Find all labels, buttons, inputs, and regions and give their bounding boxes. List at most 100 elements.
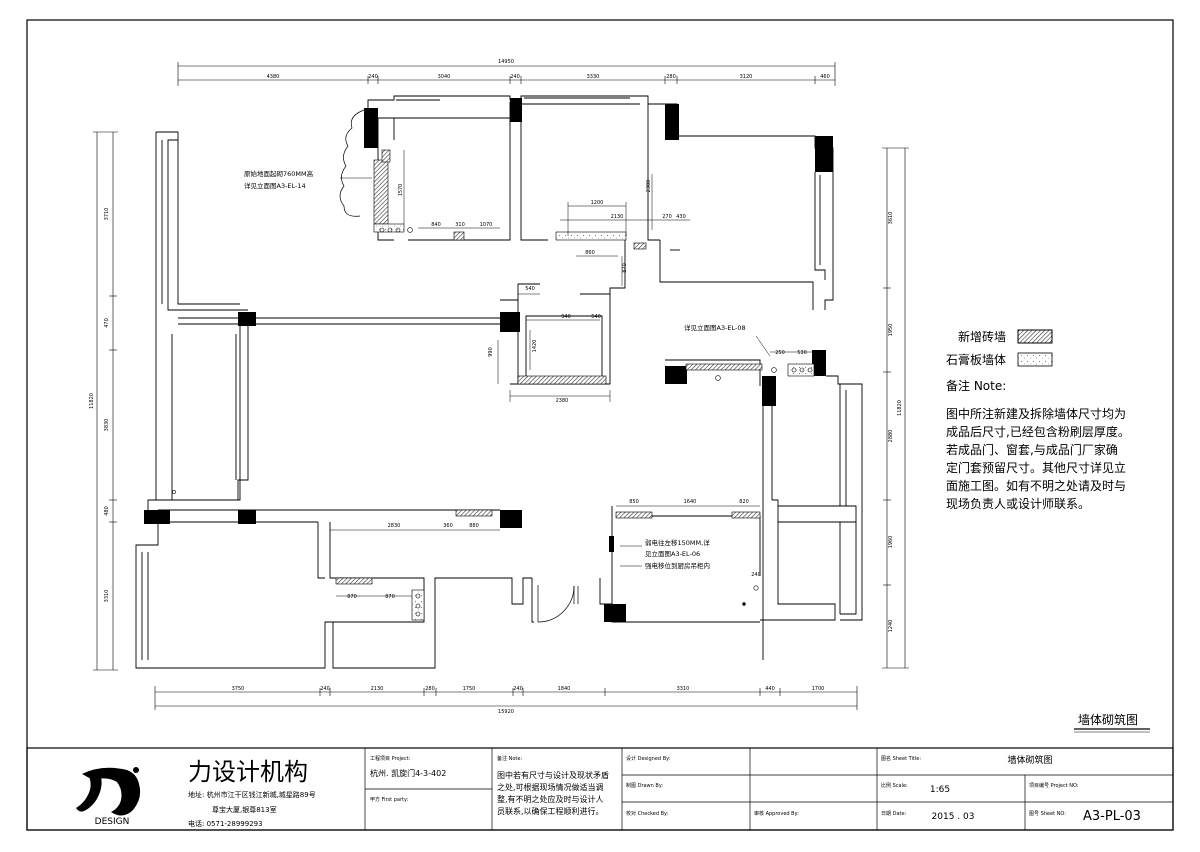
dim-top-5: 3330 (587, 74, 600, 80)
project-label: 工程项目 Project: (370, 755, 411, 762)
plan-annotations: 原始地面起砌760MM高 详见立面图A3-EL-14 详见立面图A3-EL-08… (244, 169, 771, 570)
sheet-title-label: 图名 Sheet Title: (881, 755, 921, 762)
sheet-no-label: 图号 Sheet NO: (1029, 811, 1066, 817)
dim-2300: 2300 (646, 180, 652, 193)
dim-bottom-6: 240 (513, 686, 523, 692)
note-raised-line2: 详见立面图A3-EL-14 (244, 181, 306, 190)
dim-right-1: 3610 (888, 212, 894, 225)
legend-note-line-1: 图中所注新建及拆除墙体尺寸均为 (946, 406, 1126, 421)
date-value: 2015 . 03 (932, 812, 975, 822)
internal-dimension-texts: 1200 2130 270 430 860 840 310 1070 2300 … (347, 180, 807, 600)
dim-2130: 2130 (611, 214, 624, 220)
dim-540b: 540 (591, 314, 601, 320)
company-phone: 电话: 0571-28999293 (188, 819, 263, 828)
dim-bottom-3: 2130 (371, 686, 384, 692)
structural-columns (144, 98, 833, 622)
legend-note-line-2: 成品后尺寸,已经包含粉刷层厚度。 (946, 424, 1130, 439)
dim-1070: 1070 (480, 222, 493, 228)
dim-1570: 1570 (398, 184, 404, 197)
dimension-texts: 14950 4380 240 3040 240 3330 280 3120 46… (89, 59, 903, 715)
legend-new-brick-swatch (1017, 329, 1053, 344)
dim-540: 540 (525, 286, 535, 292)
internal-dimension-lines (330, 150, 812, 597)
logo-caption: DESIGN (95, 817, 130, 827)
remark-line-4: 员联系,以确保工程顺利进行。 (497, 806, 604, 816)
dimension-lines (93, 62, 909, 710)
designed-label: 设计 Designed By: (626, 755, 671, 762)
dim-240: 240 (751, 572, 761, 578)
raised-wall-cloud (339, 109, 365, 217)
dim-430: 430 (676, 214, 686, 220)
door-swing (537, 585, 579, 623)
dim-310: 310 (455, 222, 465, 228)
dim-940: 940 (561, 314, 571, 320)
dim-360: 360 (443, 523, 453, 529)
dim-bottom-10: 1700 (812, 686, 825, 692)
note-weak-line1: 弱电往左移150MM,详 (645, 538, 710, 547)
project-no-label: 项目编号 Project NO: (1029, 782, 1079, 789)
first-party-label: 甲方 First party: (370, 796, 409, 803)
dim-left-3: 3830 (104, 419, 110, 432)
dim-top-1: 4380 (267, 74, 280, 80)
approved-label: 审核 Approved By: (754, 810, 799, 817)
legend: 新增砖墙 石膏板墙体 备注 Note: 图中所注新建及拆除墙体尺寸均为 成品后尺… (946, 329, 1130, 511)
dim-bottom-5: 1750 (463, 686, 476, 692)
company-address-2: 尊宝大厦,银尊813室 (212, 805, 277, 814)
dim-bottom-total: 15920 (498, 709, 514, 715)
dim-bottom-7: 1840 (558, 686, 571, 692)
dim-right-4: 1960 (888, 536, 894, 549)
dim-top-4: 240 (510, 74, 520, 80)
note-elev08: 详见立面图A3-EL-08 (684, 323, 746, 332)
date-label: 日期 Date: (881, 811, 907, 817)
dim-right-5: 1240 (888, 620, 894, 633)
dim-2830: 2830 (388, 523, 401, 529)
scale-label: 比例 Scale: (881, 782, 908, 789)
fixtures (172, 227, 813, 617)
legend-new-brick-label: 新增砖墙 (958, 329, 1006, 344)
dim-right-total: 11820 (897, 400, 903, 416)
company-name: 力设计机构 (188, 758, 308, 786)
dim-850: 850 (629, 499, 639, 505)
company-logo (76, 767, 141, 816)
dim-bottom-9: 440 (765, 686, 775, 692)
project-value: 杭州. 凯旋门4-3-402 (370, 768, 446, 778)
dim-2380: 2380 (556, 398, 569, 404)
dim-870-bottom: 870 (385, 594, 395, 600)
dim-left-1: 3710 (104, 208, 110, 221)
scale-value: 1:65 (930, 785, 950, 795)
dim-1200: 1200 (591, 200, 604, 206)
dim-880: 880 (469, 523, 479, 529)
legend-note-line-4: 定门套预留尺寸。其他尺寸详见立 (946, 460, 1126, 475)
dim-530: 530 (797, 350, 807, 356)
sheet-title-value: 墙体砌筑图 (1007, 754, 1052, 766)
dim-top-total: 14950 (498, 59, 514, 65)
drawn-label: 制图 Drawn By: (626, 782, 663, 789)
dim-860: 860 (585, 250, 595, 256)
remark-line-3: 整,有不明之处应及时与设计人 (497, 794, 604, 804)
checked-label: 校对 Checked By: (626, 810, 669, 817)
company-address-1: 地址: 杭州市江干区钱江新城,城星路89号 (188, 790, 316, 799)
new-brick-walls (335, 149, 763, 585)
note-raised-line1: 原始地面起砌760MM高 (244, 169, 314, 178)
legend-note-line-6: 现场负责人或设计师联系。 (946, 497, 1090, 511)
dim-250: 250 (775, 350, 785, 356)
gypsum-walls (373, 223, 815, 621)
dim-990: 990 (488, 347, 494, 357)
dim-left-2: 470 (104, 318, 110, 328)
legend-note-title: 备注 Note: (946, 378, 1006, 393)
dim-bottom-8: 3310 (677, 686, 690, 692)
dim-1420: 1420 (532, 340, 538, 353)
dim-left-4: 480 (104, 506, 110, 516)
legend-gypsum-swatch (1017, 352, 1053, 367)
note-strong: 强电移位到厨房吊柜内 (645, 561, 710, 570)
dim-left-total: 11820 (89, 393, 95, 409)
dim-right-3: 2880 (888, 430, 894, 443)
dim-top-6: 280 (666, 74, 676, 80)
dim-820: 820 (739, 499, 749, 505)
dim-840: 840 (431, 222, 441, 228)
dim-1640: 1640 (684, 499, 697, 505)
dim-top-2: 240 (368, 74, 378, 80)
dim-top-7: 3120 (740, 74, 753, 80)
